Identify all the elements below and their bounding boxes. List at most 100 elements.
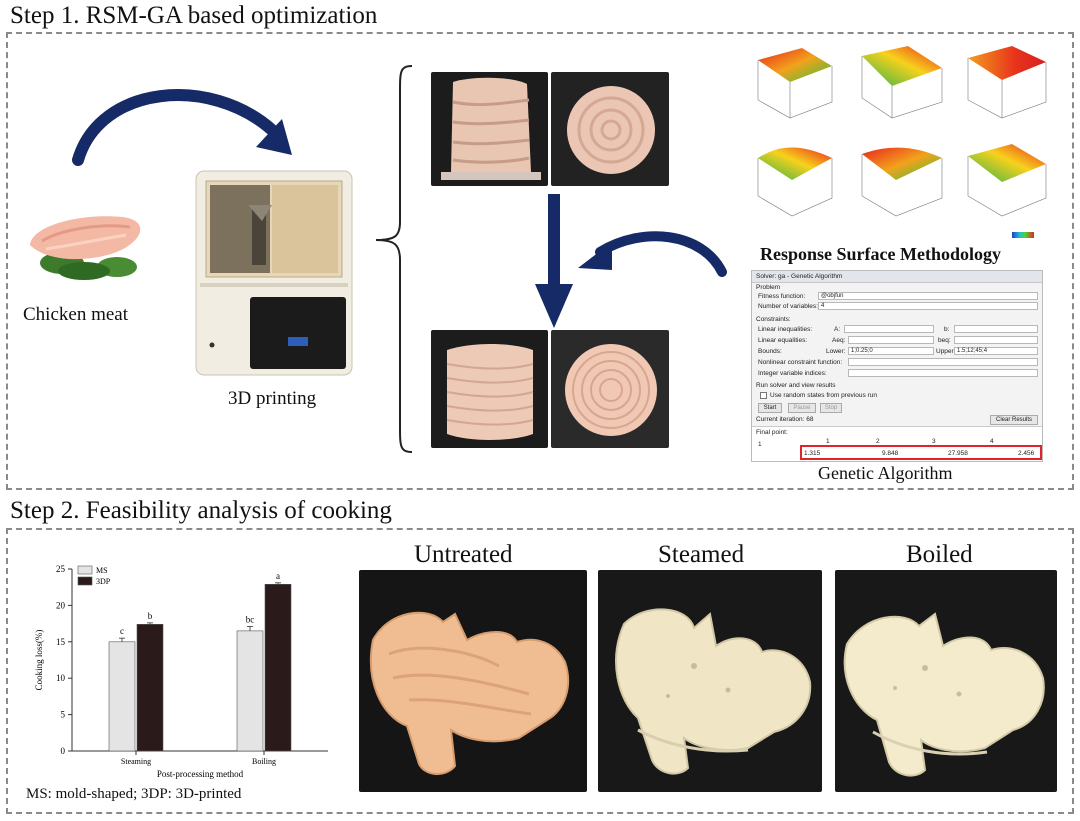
ga-problem-header: Problem: [756, 284, 781, 291]
lin-eq-label: Linear equalities:: [758, 337, 808, 344]
step1-title: Step 1. RSM-GA based optimization: [10, 2, 378, 29]
sig-letter-3dp-boiling: a: [276, 571, 280, 581]
col-header-1: 1: [826, 438, 830, 445]
run-header: Run solver and view results: [756, 382, 836, 389]
upper-label: Upper:: [936, 348, 956, 355]
surface-plot-5: [861, 147, 943, 217]
result-row-index: 1: [758, 441, 762, 448]
curved-arrow-icon: [72, 89, 292, 166]
surface-plot-4: [757, 147, 833, 217]
printed-sample-top-before: [551, 72, 669, 186]
legend-swatch-3dp: [77, 576, 93, 586]
bracket-icon: [375, 65, 413, 453]
a-input[interactable]: [844, 325, 934, 333]
clear-results-button[interactable]: Clear Results: [990, 415, 1038, 425]
bar-3dp-steaming: [136, 624, 164, 752]
aeq-input[interactable]: [848, 336, 934, 344]
sig-letter-ms-steaming: c: [120, 626, 124, 636]
y-tick-label-5: 5: [61, 710, 66, 720]
result-value-4: 2.456: [1018, 450, 1035, 457]
untreated-sample-photo: [359, 570, 587, 792]
steamed-label: Steamed: [658, 541, 745, 568]
current-iteration: Current iteration: 68: [756, 416, 814, 423]
untreated-label: Untreated: [414, 541, 513, 568]
abbreviation-caption: MS: mold-shaped; 3DP: 3D-printed: [26, 786, 242, 802]
nvars-label: Number of variables:: [758, 303, 818, 310]
rsm-label: Response Surface Methodology: [760, 244, 1001, 264]
x-tick-label-boiling: Boiling: [252, 757, 276, 766]
surface-plot-2: [861, 46, 943, 119]
step1-panel: [6, 32, 1074, 490]
y-tick-label-0: 0: [61, 746, 66, 756]
surface-plot-6: [967, 144, 1047, 217]
bounds-label: Bounds:: [758, 348, 782, 355]
chicken-meat-label: Chicken meat: [23, 304, 128, 325]
col-header-4: 4: [990, 438, 994, 445]
surface-plot-3: [967, 46, 1047, 119]
random-states-checkbox[interactable]: [760, 392, 767, 399]
stop-button[interactable]: Stop: [820, 403, 842, 413]
result-value-3: 27.958: [948, 450, 968, 457]
col-header-2: 2: [876, 438, 880, 445]
ga-label: Genetic Algorithm: [818, 463, 953, 483]
down-arrow-icon: [535, 194, 573, 328]
y-tick-label-10: 10: [56, 673, 66, 683]
printed-sample-side-after: [431, 330, 548, 448]
chicken-meat-image: [30, 216, 141, 280]
result-value-2: 9.848: [882, 450, 899, 457]
steamed-sample-photo: [598, 570, 822, 792]
lower-bound-input[interactable]: 1;0.25;0: [848, 347, 934, 355]
upper-bound-input[interactable]: 1.5;12;45;4: [954, 347, 1038, 355]
result-highlight-box: [800, 445, 1042, 460]
aeq-label: Aeq:: [832, 337, 846, 344]
bar-ms-steaming: [108, 641, 136, 752]
constraints-header: Constraints:: [756, 316, 791, 323]
x-tick-label-steaming: Steaming: [121, 757, 151, 766]
step2-panel: [6, 528, 1074, 814]
start-button[interactable]: Start: [758, 403, 782, 413]
lower-label: Lower:: [826, 348, 846, 355]
legend-label-3dp: 3DP: [96, 577, 111, 586]
y-tick-label-25: 25: [56, 564, 66, 574]
3d-printing-label: 3D printing: [228, 388, 317, 409]
lin-ineq-label: Linear inequalities:: [758, 326, 813, 333]
printed-sample-side-before: [431, 72, 548, 186]
b-input[interactable]: [954, 325, 1038, 333]
nonlin-label: Nonlinear constraint function:: [758, 359, 843, 366]
intvar-label: Integer variable indices:: [758, 370, 827, 377]
fitness-label: Fitness function:: [758, 293, 806, 300]
y-axis-label: Cooking loss(%): [34, 630, 44, 691]
step2-title: Step 2. Feasibility analysis of cooking: [10, 497, 392, 524]
a-label: A:: [834, 326, 841, 333]
back-arrow-icon: [578, 231, 727, 277]
final-point-label: Final point:: [756, 429, 788, 436]
ga-solver-dialog: Solver: ga - Genetic Algorithm Problem F…: [751, 270, 1043, 462]
boiled-sample-photo: [835, 570, 1057, 792]
nonlin-input[interactable]: [848, 358, 1038, 366]
sig-letter-3dp-steaming: b: [148, 611, 153, 621]
ga-dialog-title: Solver: ga - Genetic Algorithm: [752, 271, 1042, 283]
legend-label-ms: MS: [96, 566, 108, 575]
x-axis-label: Post-processing method: [157, 769, 244, 779]
nvars-input[interactable]: 4: [818, 302, 1038, 310]
y-tick-label-15: 15: [56, 637, 66, 647]
fitness-function-input[interactable]: @objfun: [818, 292, 1038, 300]
sig-letter-ms-boiling: bc: [246, 615, 255, 625]
beq-label: beq:: [938, 337, 951, 344]
result-value-1: 1.315: [804, 450, 821, 457]
rsm-surface-plots: [757, 46, 1047, 238]
bar-ms-boiling: [236, 630, 264, 752]
3d-printer-image: [195, 170, 353, 376]
b-label: b:: [944, 326, 950, 333]
printed-sample-top-after: [551, 330, 669, 448]
intvar-input[interactable]: [848, 369, 1038, 377]
surface-plot-1: [757, 48, 833, 119]
pause-button[interactable]: Pause: [788, 403, 816, 413]
beq-input[interactable]: [954, 336, 1038, 344]
bar-3dp-boiling: [264, 583, 292, 752]
boiled-label: Boiled: [906, 541, 973, 568]
random-states-label: Use random states from previous run: [770, 392, 877, 399]
legend-swatch-ms: [77, 565, 93, 575]
y-tick-label-20: 20: [56, 600, 66, 610]
